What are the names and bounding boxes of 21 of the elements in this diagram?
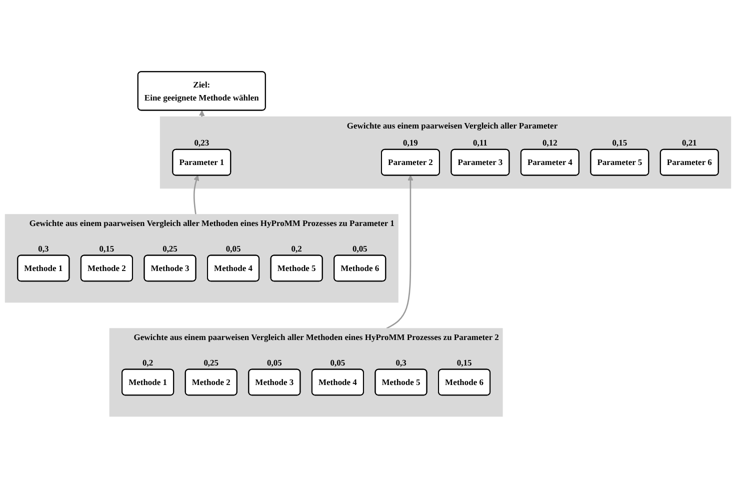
weight-label: 0,15 <box>612 138 628 148</box>
weight-label: 0,05 <box>352 243 368 254</box>
weight-label: 0,12 <box>542 138 558 148</box>
arrow <box>386 174 414 330</box>
weight-label: 0,05 <box>226 243 241 254</box>
arrow <box>198 110 205 117</box>
weight-label: 0,15 <box>456 357 472 368</box>
weight-label: 0,23 <box>194 138 210 148</box>
weight-label: 0,15 <box>99 243 114 254</box>
weight-label: 0,19 <box>403 138 418 148</box>
arrow <box>193 174 200 215</box>
weight-label: 0,25 <box>204 357 219 368</box>
weight-label: 0,05 <box>330 357 346 368</box>
weight-label: 0,3 <box>396 357 406 368</box>
weight-label: 0,25 <box>162 243 178 254</box>
weight-label: 0,2 <box>142 357 154 368</box>
weight-label: 0,3 <box>38 243 49 254</box>
weight-label: 0,2 <box>291 243 302 254</box>
weight-label: 0,21 <box>682 138 697 148</box>
weight-label: 0,05 <box>266 357 282 368</box>
weight-label: 0,11 <box>473 138 488 148</box>
